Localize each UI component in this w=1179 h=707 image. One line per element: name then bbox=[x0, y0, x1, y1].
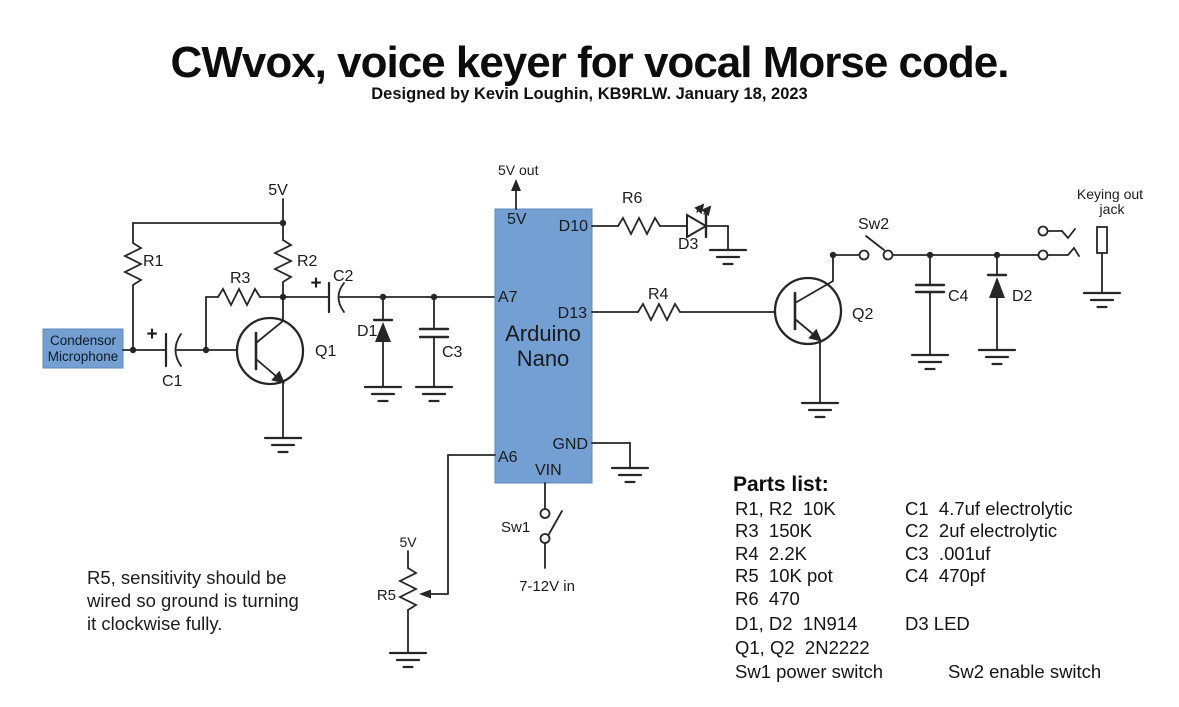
parts-row-sw2: Sw2 enable switch bbox=[948, 661, 1102, 682]
label-keying-line1: Keying out bbox=[1077, 186, 1143, 202]
led-D3 bbox=[686, 203, 748, 266]
5v-out-arrow bbox=[511, 179, 521, 210]
pin-5v: 5V bbox=[507, 211, 527, 228]
label-c1: C1 bbox=[162, 373, 183, 390]
ground-jack bbox=[1082, 291, 1122, 309]
parts-row-c2: C2 2uf electrolytic bbox=[905, 520, 1058, 541]
ground-c4 bbox=[910, 353, 950, 371]
label-5v-out: 5V out bbox=[498, 162, 539, 178]
pin-d10: D10 bbox=[559, 218, 588, 235]
label-r4: R4 bbox=[648, 286, 669, 303]
parts-row-c1: C1 4.7uf electrolytic bbox=[905, 498, 1073, 519]
switch-Sw2 bbox=[832, 235, 1039, 261]
label-c4: C4 bbox=[948, 288, 969, 305]
page-title: CWvox, voice keyer for vocal Morse code. bbox=[170, 38, 1010, 87]
power-rail-5v bbox=[132, 198, 284, 241]
label-q2: Q2 bbox=[852, 306, 873, 323]
junction-dots bbox=[129, 219, 1001, 354]
label-r6: R6 bbox=[622, 190, 643, 207]
r5-note-line3: it clockwise fully. bbox=[87, 613, 223, 634]
transistor-Q1 bbox=[235, 296, 305, 454]
parts-row-sw1: Sw1 power switch bbox=[735, 661, 884, 682]
parts-row-r6: R6 470 bbox=[735, 588, 800, 609]
parts-row-d3: D3 LED bbox=[905, 613, 970, 634]
pin-d13: D13 bbox=[558, 305, 587, 322]
parts-row-c3: C3 .001uf bbox=[905, 543, 991, 564]
resistor-R2 bbox=[274, 239, 292, 298]
label-d3: D3 bbox=[678, 236, 699, 253]
parts-row-r4: R4 2.2K bbox=[735, 543, 807, 564]
label-d2: D2 bbox=[1012, 288, 1033, 305]
mic-label-line2: Microphone bbox=[48, 349, 119, 364]
label-plus-c1: + bbox=[146, 324, 157, 345]
label-r5: R5 bbox=[377, 587, 396, 604]
capacitor-C4 bbox=[910, 254, 950, 371]
ground-q1 bbox=[263, 436, 303, 454]
pin-a7: A7 bbox=[498, 289, 518, 306]
resistor-R6 bbox=[591, 217, 688, 235]
schematic-labels: 5V R1 R2 R3 + C1 + C2 Q1 D1 C3 Condensor… bbox=[48, 162, 1143, 604]
parts-row-c4: C4 470pf bbox=[905, 565, 986, 586]
ground-c3 bbox=[414, 385, 454, 403]
parts-row-d1-d2: D1, D2 1N914 bbox=[735, 613, 858, 634]
label-r5-5v: 5V bbox=[399, 534, 417, 550]
label-plus-c2: + bbox=[310, 273, 321, 294]
ground-q2 bbox=[800, 401, 840, 419]
pin-a6: A6 bbox=[498, 449, 518, 466]
parts-list-heading: Parts list: bbox=[733, 473, 829, 496]
arduino-gnd-wire bbox=[591, 442, 650, 484]
mic-label-line1: Condensor bbox=[50, 333, 117, 348]
ground-d3 bbox=[708, 248, 748, 266]
arduino-nano-block bbox=[494, 208, 593, 484]
parts-row-r1-r2: R1, R2 10K bbox=[735, 498, 836, 519]
keying-out-jack bbox=[1037, 225, 1122, 309]
a6-wiper-wire bbox=[419, 454, 496, 599]
arduino-name-line1: Arduino bbox=[505, 321, 581, 346]
resistor-R1 bbox=[124, 222, 142, 351]
label-keying-line2: jack bbox=[1099, 201, 1126, 217]
label-sw2: Sw2 bbox=[858, 216, 889, 233]
label-c3: C3 bbox=[442, 344, 463, 361]
resistor-R3 bbox=[205, 288, 284, 351]
resistor-R4 bbox=[591, 303, 796, 321]
label-sw1: Sw1 bbox=[501, 519, 530, 536]
potentiometer-R5 bbox=[388, 550, 428, 669]
ground-r5 bbox=[388, 651, 428, 669]
ground-arduino bbox=[610, 466, 650, 484]
label-5v-top: 5V bbox=[268, 182, 288, 199]
label-q1: Q1 bbox=[315, 343, 336, 360]
pin-gnd: GND bbox=[552, 436, 588, 453]
capacitor-C2 bbox=[282, 281, 496, 314]
page-subtitle: Designed by Kevin Loughin, KB9RLW. Janua… bbox=[371, 85, 808, 103]
ground-d2 bbox=[977, 348, 1017, 366]
label-d1: D1 bbox=[357, 323, 378, 340]
label-r3: R3 bbox=[230, 270, 251, 287]
diode-D2 bbox=[977, 254, 1017, 366]
ground-d1 bbox=[363, 385, 403, 403]
parts-row-q1-q2: Q1, Q2 2N2222 bbox=[735, 637, 870, 658]
parts-row-r3: R3 150K bbox=[735, 520, 813, 541]
pin-vin: VIN bbox=[535, 462, 562, 479]
label-supply-in: 7-12V in bbox=[519, 578, 575, 595]
capacitor-C3 bbox=[414, 296, 454, 403]
parts-row-r5: R5 10K pot bbox=[735, 565, 833, 586]
diode-D1 bbox=[363, 296, 403, 403]
transistor-Q2 bbox=[773, 254, 843, 419]
switch-Sw1 bbox=[539, 482, 563, 569]
r5-note-line2: wired so ground is turning bbox=[87, 590, 299, 611]
label-r1: R1 bbox=[143, 253, 164, 270]
condenser-microphone bbox=[42, 328, 167, 369]
label-c2: C2 bbox=[333, 268, 354, 285]
label-r2: R2 bbox=[297, 253, 318, 270]
r5-note-line1: R5, sensitivity should be bbox=[87, 567, 287, 588]
arduino-name-line2: Nano bbox=[517, 346, 570, 371]
